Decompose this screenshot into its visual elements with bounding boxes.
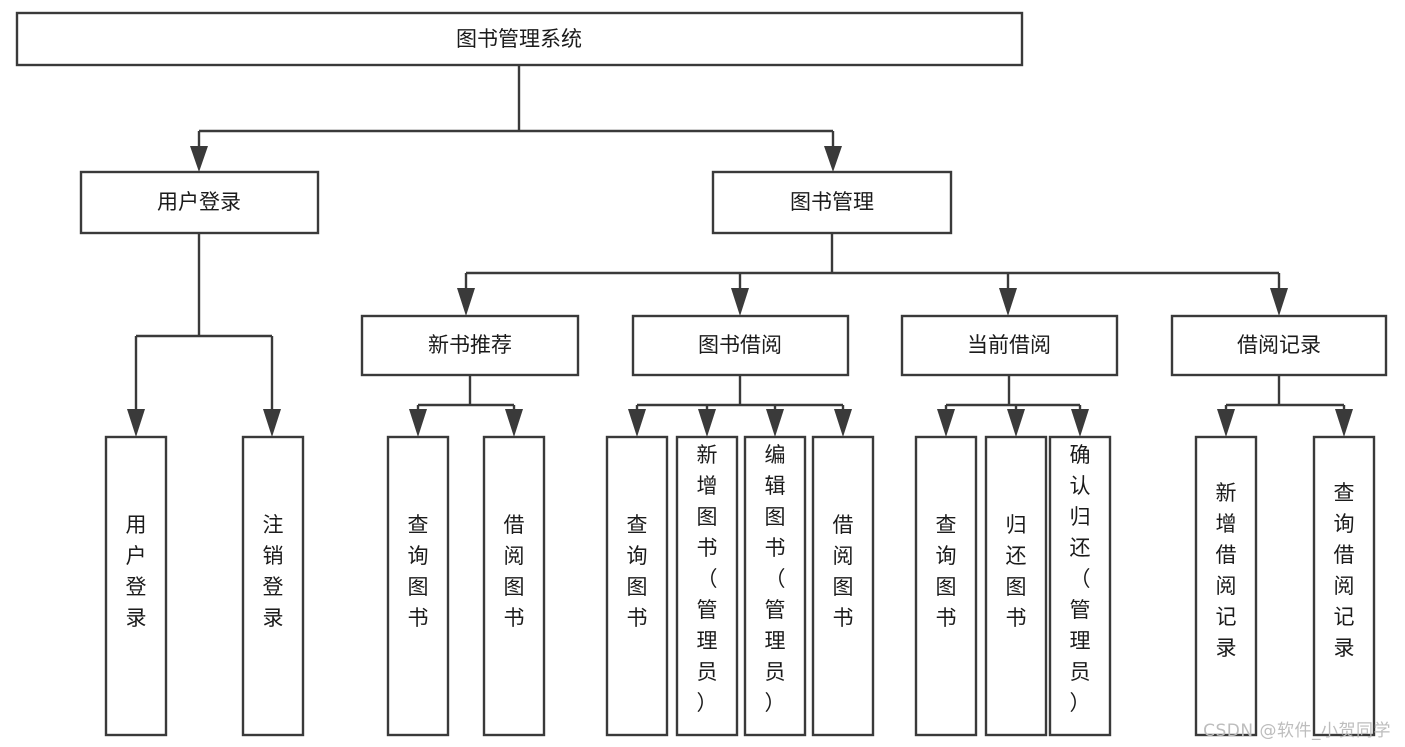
- arrow-head-icon: [190, 146, 208, 172]
- connector-new-book-to-leaves: [409, 375, 523, 437]
- node-user-login-label: 用户登录: [157, 190, 241, 214]
- node-root-system-box: [15, 11, 1024, 67]
- arrow-head-icon: [824, 146, 842, 172]
- arrow-head-icon: [1335, 409, 1353, 437]
- arrow-head-icon: [505, 409, 523, 437]
- leaf-node-query-book-current-box: [914, 435, 978, 737]
- leaf-node-add-borrow-record-label: 新增借阅记录: [1216, 481, 1237, 660]
- leaf-node-query-borrow-record-box: [1312, 435, 1376, 737]
- arrow-head-icon: [1007, 409, 1025, 437]
- connector-current-borrow-to-leaves: [937, 375, 1089, 437]
- node-root-system[interactable]: 图书管理系统: [15, 11, 1024, 67]
- leaf-node-borrow-book-borrow-box: [811, 435, 875, 737]
- leaf-node-return-book[interactable]: 归还图书: [984, 435, 1048, 737]
- leaf-node-logout-box: [241, 435, 305, 737]
- node-book-borrow-label: 图书借阅: [698, 333, 782, 357]
- arrow-head-icon: [1270, 288, 1288, 316]
- node-current-borrow-box: [900, 314, 1119, 377]
- leaf-node-add-book-admin[interactable]: 新增图书（管理员）: [675, 435, 739, 737]
- arrow-head-icon: [1071, 409, 1089, 437]
- node-book-management-label: 图书管理: [790, 190, 874, 214]
- arrow-head-icon: [731, 288, 749, 316]
- connector-user-login-to-leaves: [127, 233, 281, 437]
- node-borrow-record[interactable]: 借阅记录: [1170, 314, 1388, 377]
- arrow-head-icon: [834, 409, 852, 437]
- leaf-node-borrow-book-new[interactable]: 借阅图书: [482, 435, 546, 737]
- arrow-head-icon: [127, 409, 145, 437]
- node-user-login-box: [79, 170, 320, 235]
- connector-book-management-to-level3: [457, 233, 1288, 316]
- leaf-node-confirm-return-admin[interactable]: 确认归还（管理员）: [1048, 435, 1112, 737]
- leaf-node-logout[interactable]: 注销登录: [241, 435, 305, 737]
- leaf-node-user-login-box: [104, 435, 168, 737]
- leaf-node-query-book-new-label: 查询图书: [408, 513, 429, 630]
- leaf-node-user-login[interactable]: 用户登录: [104, 435, 168, 737]
- leaf-node-edit-book-admin-box: [743, 435, 807, 737]
- leaf-node-user-login-label: 用户登录: [126, 513, 147, 630]
- node-current-borrow-label: 当前借阅: [967, 333, 1051, 357]
- leaf-node-query-book-new-box: [386, 435, 450, 737]
- node-new-book-recommend-box: [360, 314, 580, 377]
- leaf-node-query-book-new[interactable]: 查询图书: [386, 435, 450, 737]
- node-user-login[interactable]: 用户登录: [79, 170, 320, 235]
- leaf-node-borrow-book-borrow[interactable]: 借阅图书: [811, 435, 875, 737]
- leaf-node-confirm-return-admin-label: 确认归还（管理员）: [1070, 443, 1091, 715]
- leaf-node-edit-book-admin-label: 编辑图书（管理员）: [765, 443, 786, 715]
- arrow-head-icon: [999, 288, 1017, 316]
- leaf-node-return-book-box: [984, 435, 1048, 737]
- leaf-node-borrow-book-new-label: 借阅图书: [504, 513, 525, 630]
- leaf-node-edit-book-admin[interactable]: 编辑图书（管理员）: [743, 435, 807, 737]
- arrow-head-icon: [628, 409, 646, 437]
- connector-borrow-record-to-leaves: [1217, 375, 1353, 437]
- leaf-node-return-book-label: 归还图书: [1006, 513, 1027, 630]
- node-book-borrow[interactable]: 图书借阅: [631, 314, 850, 377]
- leaf-node-confirm-return-admin-box: [1048, 435, 1112, 737]
- node-book-management[interactable]: 图书管理: [711, 170, 953, 235]
- leaf-node-query-book-borrow-box: [605, 435, 669, 737]
- leaf-node-add-borrow-record-box: [1194, 435, 1258, 737]
- leaf-node-borrow-book-new-box: [482, 435, 546, 737]
- node-current-borrow[interactable]: 当前借阅: [900, 314, 1119, 377]
- node-new-book-recommend[interactable]: 新书推荐: [360, 314, 580, 377]
- arrow-head-icon: [937, 409, 955, 437]
- leaf-node-logout-label: 注销登录: [263, 513, 284, 630]
- leaf-node-query-borrow-record[interactable]: 查询借阅记录: [1312, 435, 1376, 737]
- node-new-book-recommend-label: 新书推荐: [428, 333, 512, 357]
- connector-root-to-level2: [190, 65, 842, 172]
- leaf-node-query-book-borrow[interactable]: 查询图书: [605, 435, 669, 737]
- arrow-head-icon: [409, 409, 427, 437]
- leaf-node-query-book-borrow-label: 查询图书: [627, 513, 648, 630]
- connector-book-borrow-to-leaves: [628, 375, 852, 437]
- leaf-node-add-book-admin-box: [675, 435, 739, 737]
- leaf-node-query-book-current-label: 查询图书: [936, 513, 957, 630]
- leaf-node-query-borrow-record-label: 查询借阅记录: [1334, 481, 1355, 660]
- arrow-head-icon: [766, 409, 784, 437]
- arrow-head-icon: [457, 288, 475, 316]
- node-root-system-label: 图书管理系统: [456, 27, 582, 51]
- leaf-node-query-book-current[interactable]: 查询图书: [914, 435, 978, 737]
- leaf-node-add-book-admin-label: 新增图书（管理员）: [697, 443, 718, 715]
- arrow-head-icon: [263, 409, 281, 437]
- node-borrow-record-label: 借阅记录: [1237, 333, 1321, 357]
- leaf-node-borrow-book-borrow-label: 借阅图书: [833, 513, 854, 630]
- arrow-head-icon: [1217, 409, 1235, 437]
- leaf-node-add-borrow-record[interactable]: 新增借阅记录: [1194, 435, 1258, 737]
- arrow-head-icon: [698, 409, 716, 437]
